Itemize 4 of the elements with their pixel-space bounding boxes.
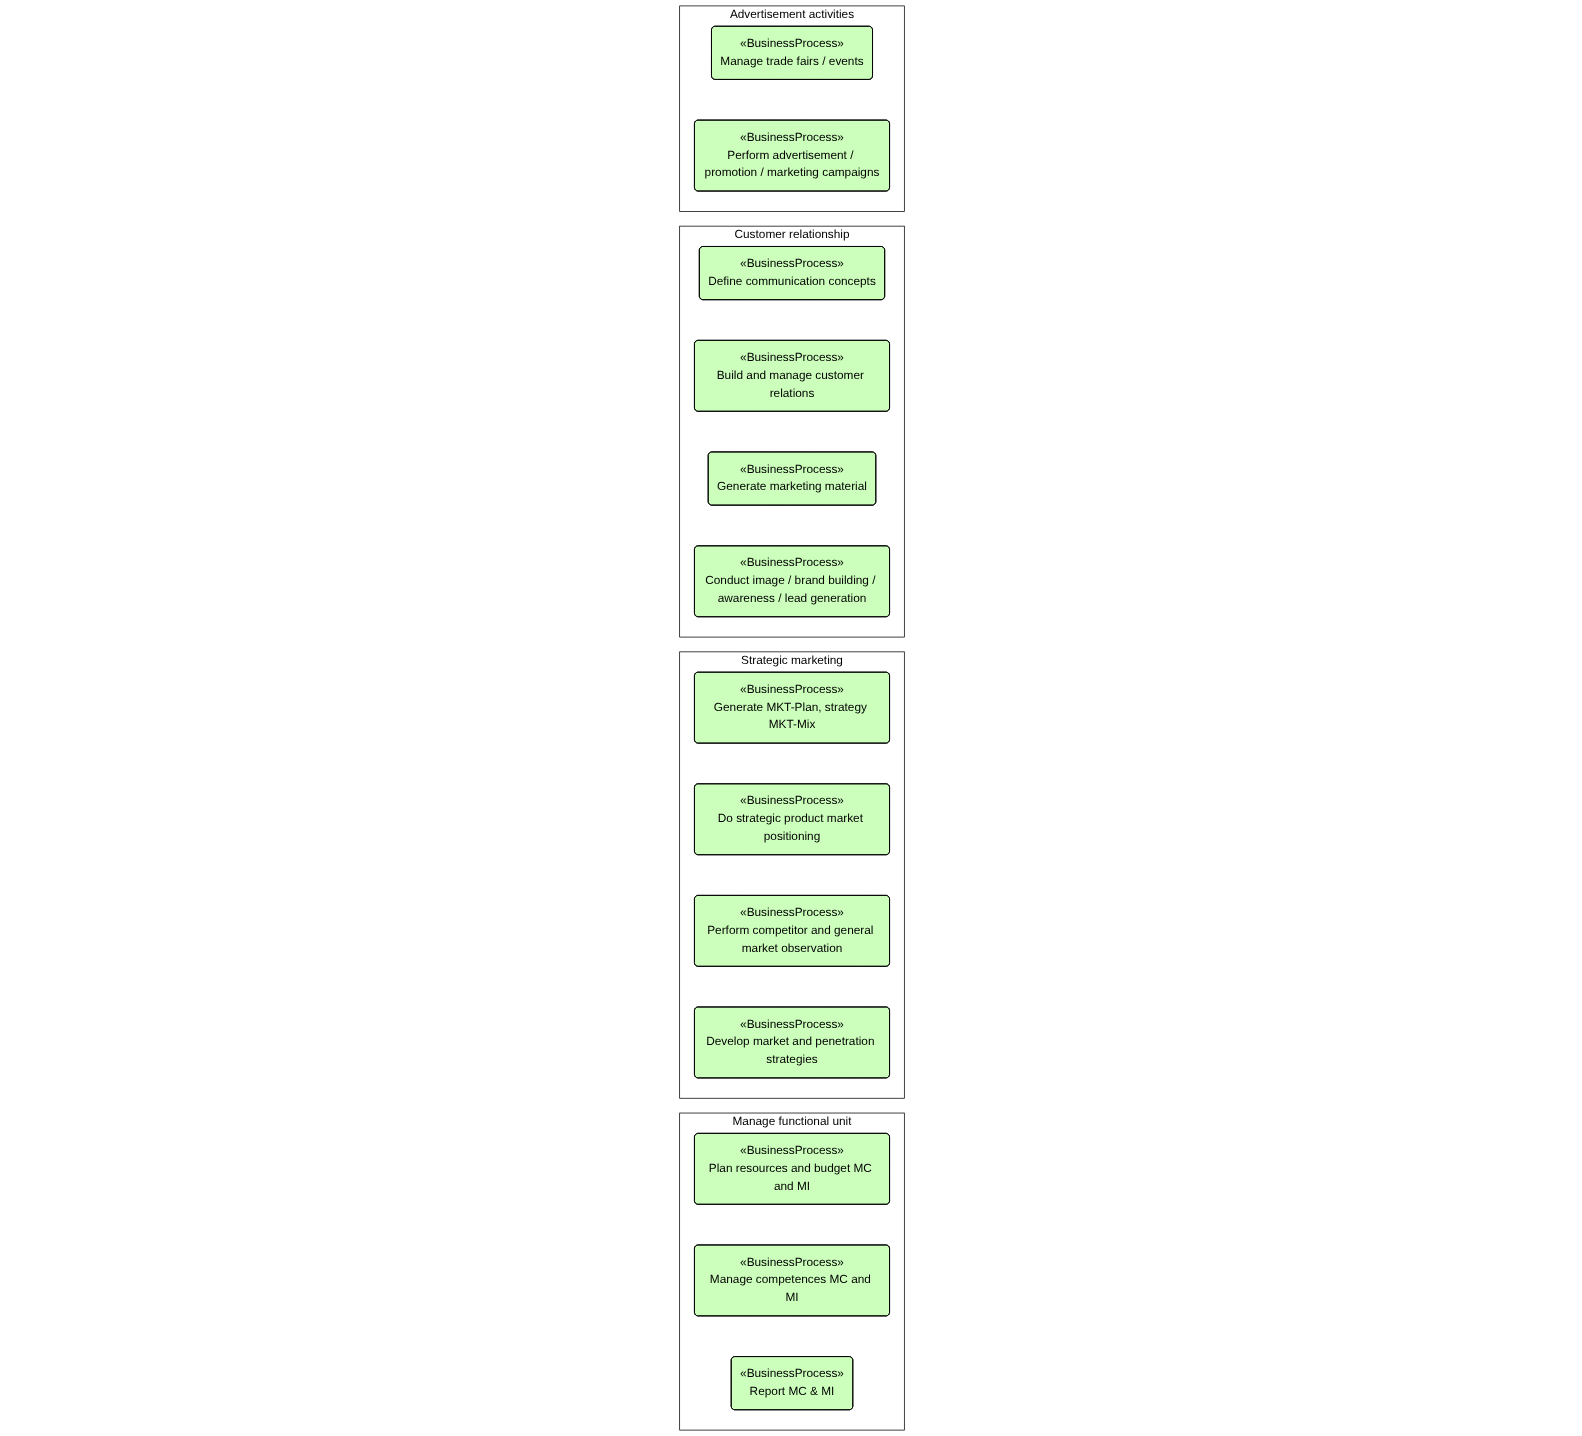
cluster xyxy=(678,225,904,638)
cluster xyxy=(678,5,904,212)
cluster xyxy=(678,1112,904,1431)
cluster xyxy=(678,651,904,1099)
